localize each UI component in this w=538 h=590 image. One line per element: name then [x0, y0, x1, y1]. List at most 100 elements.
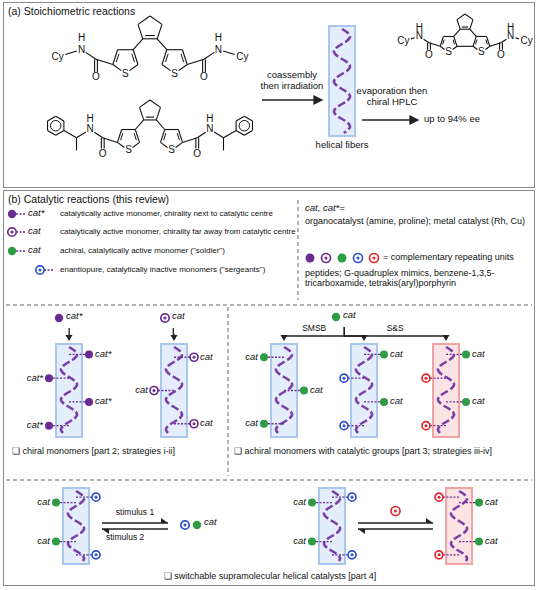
bond [223, 51, 235, 54]
legend-text: achiral, catalytically active monomer ("… [60, 246, 225, 255]
divider-lines [6, 200, 532, 480]
bond [118, 49, 134, 50]
catalyst-label: cat* [95, 396, 111, 407]
monomer-symbol [45, 374, 53, 382]
monomer-stem [53, 425, 69, 426]
text-label: cat [28, 245, 41, 256]
bond [161, 142, 168, 147]
bond [133, 39, 143, 50]
text-label: organocatalyst (amine, proline); metal c… [305, 216, 533, 226]
catalyst-label: cat [172, 311, 185, 322]
atom-label: S [125, 145, 132, 155]
atom-label: O [425, 50, 433, 60]
bond [462, 26, 468, 27]
bond [454, 29, 460, 36]
bond [223, 138, 224, 151]
helix-drawing [270, 343, 298, 438]
catalyst-label: cat [390, 349, 403, 360]
bond [86, 52, 96, 59]
arrow-line [344, 327, 364, 336]
monomer-node: cat [331, 309, 358, 326]
monomer-symbol [181, 521, 189, 529]
legend-symbol [8, 210, 26, 218]
helix-box: catcatcat [160, 343, 188, 438]
text-label: peptides; G-quadruplex mimics, benzene-1… [305, 268, 533, 289]
legend-symbol [36, 266, 54, 274]
catalyst-label: cat [472, 396, 485, 407]
text-label: ❑ chiral monomers [part 2; strategies i-… [12, 446, 226, 456]
bond [94, 59, 95, 72]
bond [440, 36, 443, 46]
bond [179, 64, 188, 70]
helix-box: catcatcat [270, 343, 298, 438]
bond [121, 133, 123, 140]
arrow-line [173, 328, 175, 336]
monomer-stem [348, 425, 364, 426]
monomer-stem [268, 423, 284, 424]
monomer-dot [164, 317, 167, 320]
monomer-dot [193, 356, 196, 359]
helix-drawing [55, 343, 83, 438]
monomer-dot [95, 553, 98, 556]
bond [236, 121, 237, 130]
monomer-stem [446, 401, 462, 402]
monomer-symbol [354, 254, 363, 263]
monomer-symbol [435, 551, 443, 559]
atom-label: O [193, 149, 201, 159]
bond [181, 54, 184, 62]
edge-label: stimulus 1 [115, 508, 155, 518]
catalyst-label: cat [310, 385, 323, 396]
monomer-stem [16, 213, 26, 214]
catalyst-label: cat [293, 536, 306, 547]
monomer-symbol [8, 210, 16, 218]
bond [473, 46, 477, 49]
bond [140, 100, 151, 107]
monomer-symbol [332, 313, 340, 321]
catalyst-label: cat [200, 418, 213, 429]
helix-drawing [328, 25, 356, 137]
arrow-head [171, 335, 178, 341]
atom-label: O [99, 149, 107, 159]
bond [97, 59, 98, 72]
monomer-stem [44, 269, 54, 270]
text-label: ❑ achiral monomers with catalytic groups… [234, 446, 532, 456]
text-label: stimulus 2 [106, 533, 144, 543]
bond [150, 16, 162, 24]
bond [47, 121, 48, 130]
catalyst-label: cat [245, 418, 258, 429]
monomer-node: cat* [54, 310, 84, 327]
atom-label: S [445, 47, 452, 57]
monomer-symbol [462, 398, 470, 406]
monomer-stem [443, 496, 459, 497]
helix-strand [451, 491, 467, 561]
catalyst-label: cat* [27, 420, 43, 431]
monomer-stem [446, 354, 462, 355]
bond [117, 142, 124, 147]
legend-text: enantiopure, catalytically inactive mono… [60, 265, 265, 274]
bond [486, 40, 488, 45]
bond [140, 107, 144, 120]
monomer-stem [430, 425, 446, 426]
atom-label: N [215, 45, 222, 55]
monomer-dot [351, 496, 354, 499]
molecule [65, 16, 234, 72]
helix-box: catcat [62, 487, 90, 565]
bond [63, 121, 64, 130]
bond [94, 132, 102, 138]
molecule [411, 14, 519, 50]
monomer-stem [459, 541, 475, 542]
monomer-symbol [190, 353, 198, 361]
bond [101, 138, 102, 149]
bond [167, 49, 183, 50]
bond [178, 130, 182, 143]
catalyst-label: cat [343, 310, 356, 321]
helix-drawing [62, 487, 90, 565]
bond [252, 121, 253, 130]
bond [424, 39, 429, 43]
atom-label: S [171, 69, 178, 79]
legend-symbol [8, 247, 26, 255]
helix-strand [324, 491, 340, 561]
arrow [344, 327, 367, 341]
helix-strand [356, 347, 372, 434]
atom-label: S [168, 145, 175, 155]
